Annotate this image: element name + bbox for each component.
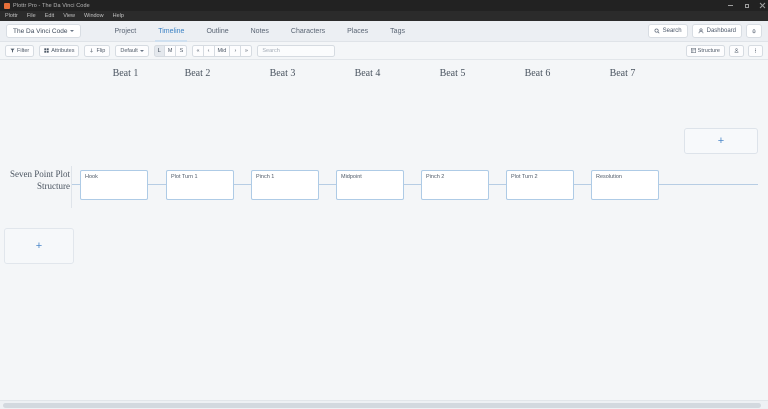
dashboard-button[interactable]: Dashboard	[691, 24, 742, 38]
export-button[interactable]	[729, 44, 744, 57]
export-icon	[734, 48, 739, 53]
card-plot-turn-1[interactable]: Plot Turn 1	[166, 170, 234, 200]
project-name: The Da Vinci Code	[13, 27, 68, 35]
zoom-size-group: L M S	[153, 44, 188, 57]
more-vertical-icon	[755, 48, 756, 53]
tab-notes[interactable]: Notes	[250, 27, 269, 35]
title-bar: Plottr Pro - The Da Vinci Code	[0, 0, 768, 11]
card-pinch-1[interactable]: Pinch 1	[251, 170, 319, 200]
beat-header-5[interactable]: Beat 5	[439, 68, 466, 79]
attributes-button[interactable]: Attributes	[39, 44, 80, 57]
zoom-size-s[interactable]: S	[176, 44, 188, 57]
menu-bar: Plottr File Edit View Window Help	[0, 11, 768, 21]
filter-button[interactable]: Filter	[5, 44, 35, 57]
flip-button[interactable]: Flip	[84, 44, 111, 57]
plotline-label: Seven Point Plot Structure	[9, 169, 70, 191]
menu-item-plottr[interactable]: Plottr	[5, 13, 18, 19]
card-hook[interactable]: Hook	[80, 170, 148, 200]
more-menu-button[interactable]	[748, 44, 763, 57]
view-preset-label: Default	[120, 47, 138, 54]
plottr-logo-icon	[4, 2, 10, 9]
menu-item-window[interactable]: Window	[84, 13, 104, 19]
step-forward-button[interactable]: ›	[230, 44, 242, 57]
plotline-divider	[71, 166, 72, 208]
add-plotline-button[interactable]: +	[4, 228, 74, 264]
tab-outline[interactable]: Outline	[206, 27, 229, 35]
timeline-nav-group: « ‹ Mid › »	[192, 44, 253, 57]
grid-icon	[44, 48, 49, 53]
window-title: Plottr Pro - The Da Vinci Code	[13, 2, 90, 9]
zoom-size-l[interactable]: L	[153, 44, 165, 57]
nav-actions: Search Dashboard	[647, 24, 762, 38]
bell-icon	[752, 29, 756, 34]
search-placeholder: Search	[262, 47, 280, 54]
tool-bar: Filter Attributes Flip Default L M	[0, 42, 768, 60]
chevron-down-icon	[139, 49, 144, 52]
structure-label: Structure	[697, 47, 720, 54]
jump-start-button[interactable]: «	[192, 44, 204, 57]
card-midpoint[interactable]: Midpoint	[336, 170, 404, 200]
zoom-size-m[interactable]: M	[164, 44, 177, 57]
step-back-button[interactable]: ‹	[203, 44, 215, 57]
person-icon	[698, 28, 704, 34]
tab-timeline[interactable]: Timeline	[147, 21, 195, 42]
menu-item-edit[interactable]: Edit	[44, 13, 55, 19]
tab-characters[interactable]: Characters	[290, 27, 326, 35]
beat-header-6[interactable]: Beat 6	[524, 68, 551, 79]
chevron-down-icon	[70, 30, 75, 32]
structure-button[interactable]: Structure	[685, 44, 725, 57]
toolbar-right-actions: Structure	[685, 44, 763, 57]
tab-project[interactable]: Project	[114, 27, 137, 35]
structure-icon	[690, 48, 696, 53]
beat-header-7[interactable]: Beat 7	[609, 68, 636, 79]
jump-middle-button[interactable]: Mid	[214, 44, 231, 57]
timeline-search-input[interactable]: Search	[257, 44, 336, 57]
menu-item-view[interactable]: View	[63, 13, 76, 19]
attributes-label: Attributes	[51, 47, 75, 54]
main-tabs: Project Timeline Outline Notes Character…	[103, 21, 416, 42]
minimize-icon[interactable]	[727, 2, 734, 9]
card-resolution[interactable]: Resolution	[591, 170, 659, 200]
dashboard-button-label: Dashboard	[706, 28, 736, 34]
close-icon[interactable]	[759, 2, 766, 9]
beat-header-4[interactable]: Beat 4	[354, 68, 381, 79]
search-button-label: Search	[662, 28, 682, 34]
search-button[interactable]: Search	[647, 24, 688, 38]
add-beat-button[interactable]: +	[684, 128, 758, 154]
window-controls	[727, 0, 766, 11]
view-preset-select[interactable]: Default	[115, 44, 149, 57]
card-plot-turn-2[interactable]: Plot Turn 2	[506, 170, 574, 200]
tab-places[interactable]: Places	[347, 27, 369, 35]
horizontal-scrollbar[interactable]	[0, 400, 768, 409]
beat-header-1[interactable]: Beat 1	[112, 68, 139, 79]
search-icon	[654, 28, 660, 34]
arrow-down-icon	[90, 48, 94, 53]
menu-item-help[interactable]: Help	[112, 13, 124, 19]
filter-label: Filter	[17, 47, 30, 54]
scrollbar-thumb[interactable]	[3, 403, 761, 408]
notifications-button[interactable]	[746, 24, 762, 38]
beat-header-2[interactable]: Beat 2	[184, 68, 211, 79]
beat-header-row: Beat 1 Beat 2 Beat 3 Beat 4 Beat 5 Beat …	[0, 68, 768, 90]
tab-tags[interactable]: Tags	[390, 27, 405, 35]
menu-item-file[interactable]: File	[26, 13, 36, 19]
nav-bar: The Da Vinci Code Project Timeline Outli…	[0, 21, 768, 42]
timeline-canvas[interactable]: Beat 1 Beat 2 Beat 3 Beat 4 Beat 5 Beat …	[0, 60, 768, 400]
maximize-icon[interactable]	[743, 2, 750, 9]
funnel-icon	[10, 48, 15, 53]
jump-end-button[interactable]: »	[241, 44, 253, 57]
beat-header-3[interactable]: Beat 3	[269, 68, 296, 79]
flip-label: Flip	[96, 47, 106, 54]
plotline-track	[72, 184, 758, 185]
project-selector[interactable]: The Da Vinci Code	[6, 24, 82, 38]
card-pinch-2[interactable]: Pinch 2	[421, 170, 489, 200]
